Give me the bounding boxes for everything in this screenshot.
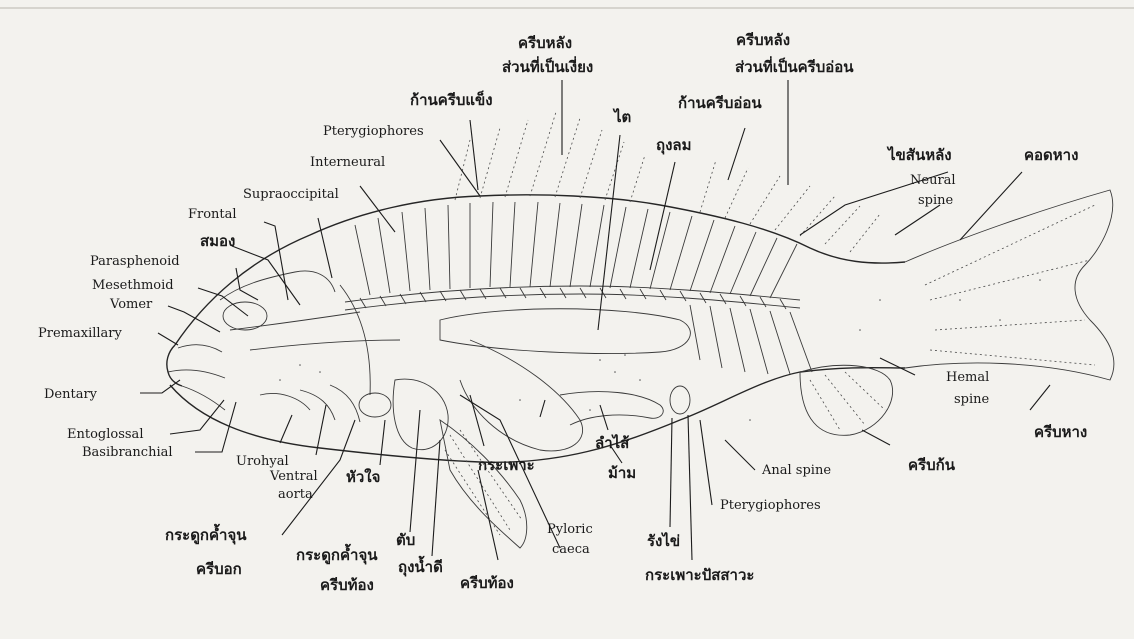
label-gall-bladder: ถุงน้ำดี <box>398 555 443 577</box>
label-frontal: Frontal <box>188 207 237 222</box>
label-dentary: Dentary <box>44 387 98 402</box>
label-pectoral-girdle-l1: กระดูกค้ำจุน <box>165 523 247 545</box>
label-pelvic-girdle-l2: ครีบท้อง <box>320 576 374 594</box>
label-hemal-spine-l2: spine <box>954 392 990 407</box>
label-spleen: ม้าม <box>608 464 636 482</box>
stomach-outline <box>460 340 583 451</box>
label-anal-fin: ครีบก้น <box>908 456 956 474</box>
label-brain: สมอง <box>200 232 235 250</box>
label-soft-ray: ก้านครีบอ่อน <box>678 94 762 112</box>
label-caudal-fin: ครีบหาง <box>1034 423 1087 441</box>
label-basibranchial: Basibranchial <box>82 445 173 460</box>
ovary-outline <box>670 386 690 414</box>
label-neural-spine-l2: spine <box>918 193 954 208</box>
label-spine-ray: ก้านครีบแข็ง <box>410 90 493 109</box>
label-pterygiophores-bottom: Pterygiophores <box>720 498 821 513</box>
label-entoglossal: Entoglossal <box>67 427 143 442</box>
label-kidney: ไต <box>612 107 631 126</box>
label-gall-sac: ถุงลม <box>656 136 692 155</box>
label-pyloric-caeca-l1: Pyloric <box>547 522 593 537</box>
label-pyloric-caeca-l2: caeca <box>552 542 590 557</box>
labels: ครีบหลัง ส่วนที่เป็นเงี่ยง ครีบหลัง ส่วน… <box>38 31 1087 594</box>
label-dorsal-fin-soft-l1: ครีบหลัง <box>736 31 790 49</box>
label-vomer: Vomer <box>109 297 153 312</box>
anal-fin-outline <box>800 365 893 435</box>
label-mesethmoid: Mesethmoid <box>92 278 174 293</box>
label-pelvic-fin: ครีบท้อง <box>460 574 514 592</box>
label-caudal-peduncle: คอดหาง <box>1024 146 1078 164</box>
label-liver: ตับ <box>396 531 415 549</box>
vertebrae <box>360 288 786 309</box>
swim-bladder <box>440 309 690 354</box>
label-pectoral-girdle-l2: ครีบอก <box>196 560 242 578</box>
label-dorsal-fin-spiny-l2: ส่วนที่เป็นเงี่ยง <box>502 56 593 76</box>
label-parasphenoid: Parasphenoid <box>90 254 180 269</box>
dorsal-fin-rays <box>455 112 880 252</box>
label-spinal-cord: ไขสันหลัง <box>886 145 952 164</box>
label-ovary: รังไข่ <box>647 531 680 550</box>
label-hemal-spine-l1: Hemal <box>946 370 989 385</box>
label-urohyal: Urohyal <box>236 454 289 469</box>
heart-outline <box>359 393 391 417</box>
label-pelvic-girdle-l1: กระดูกค้ำจุน <box>296 543 378 565</box>
label-intestine: ลำไส้ <box>595 433 630 452</box>
label-premaxillary: Premaxillary <box>38 326 123 341</box>
intestine-outline <box>560 392 663 425</box>
label-ventral-aorta-l1: Ventral <box>269 469 318 484</box>
neural-spines <box>355 202 797 298</box>
label-urinary-bladder: กระเพาะปัสสาวะ <box>645 566 754 584</box>
label-dorsal-fin-soft-l2: ส่วนที่เป็นครีบอ่อน <box>735 56 854 76</box>
label-stomach: กระเพาะ <box>478 456 535 474</box>
label-dorsal-fin-spiny-l1: ครีบหลัง <box>518 34 572 52</box>
label-ventral-aorta-l2: aorta <box>278 487 313 502</box>
ribs <box>690 305 812 374</box>
label-supraoccipital: Supraoccipital <box>243 187 339 202</box>
label-anal-spine: Anal spine <box>761 463 831 478</box>
liver-outline <box>393 379 448 450</box>
label-pterygiophores-top: Pterygiophores <box>323 124 424 139</box>
label-neural-spine-l1: Neural <box>910 173 956 188</box>
label-interneural: Interneural <box>310 155 385 170</box>
label-heart: หัวใจ <box>346 468 380 486</box>
